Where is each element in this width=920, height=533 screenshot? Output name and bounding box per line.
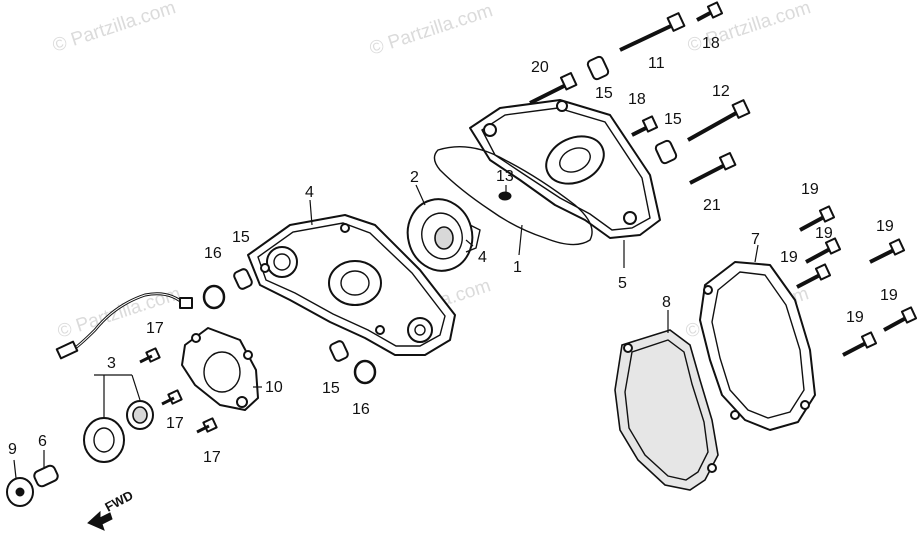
callout-11[interactable]: 11 [648, 55, 665, 72]
bolt-12[interactable] [687, 99, 751, 142]
leader-lines [13, 184, 759, 479]
callout-19a[interactable]: 19 [801, 181, 819, 198]
callout-1[interactable]: 1 [513, 259, 522, 276]
bolt-18-top[interactable] [696, 1, 724, 22]
callout-12[interactable]: 12 [712, 83, 730, 100]
callout-19c[interactable]: 19 [780, 249, 798, 266]
dowels-15[interactable] [233, 55, 678, 363]
callout-19e[interactable]: 19 [880, 287, 898, 304]
bolt-11[interactable] [619, 12, 686, 52]
part-1-o-ring[interactable] [433, 145, 593, 246]
callout-19b[interactable]: 19 [815, 225, 833, 242]
part-7-generator-cover[interactable] [699, 261, 816, 431]
part-3-seal-bearing[interactable] [83, 400, 154, 463]
callout-10[interactable]: 10 [265, 379, 283, 396]
callout-18b[interactable]: 18 [628, 91, 646, 108]
callout-19f[interactable]: 19 [846, 309, 864, 326]
callouts: 1 2 3 4 4 5 6 7 8 9 10 11 12 13 15 15 15… [8, 35, 898, 466]
callout-17a[interactable]: 17 [146, 320, 164, 337]
callout-16a[interactable]: 16 [204, 245, 222, 262]
callout-7[interactable]: 7 [751, 231, 760, 248]
bolt-18-mid[interactable] [631, 115, 659, 137]
callout-6[interactable]: 6 [38, 433, 47, 450]
wire-harness[interactable] [55, 292, 193, 360]
bolt-20[interactable] [529, 72, 578, 105]
callout-15d[interactable]: 15 [322, 380, 340, 397]
callout-21[interactable]: 21 [703, 197, 721, 214]
bolts-17[interactable] [139, 347, 218, 434]
part-13-seal[interactable] [498, 191, 512, 201]
part-9-end-cap[interactable] [6, 477, 34, 507]
fwd-indicator: FWD [87, 488, 136, 531]
part-6-plug[interactable] [33, 464, 60, 488]
part-2-impeller[interactable] [400, 192, 481, 278]
o-rings-16[interactable] [202, 284, 377, 385]
part-8-gasket[interactable] [614, 329, 719, 491]
callout-19d[interactable]: 19 [876, 218, 894, 235]
part-10-pulser-plate[interactable] [181, 327, 259, 411]
callout-17c[interactable]: 17 [203, 449, 221, 466]
callout-5[interactable]: 5 [618, 275, 627, 292]
callout-16b[interactable]: 16 [352, 401, 370, 418]
callout-13[interactable]: 13 [496, 168, 514, 185]
callout-4[interactable]: 4 [305, 184, 314, 201]
watermark-1: © Partzilla.com [50, 0, 178, 57]
callout-4b[interactable]: 4 [478, 249, 487, 266]
watermark-4: © Partzilla.com [55, 283, 183, 343]
callout-2[interactable]: 2 [410, 169, 419, 186]
callout-20[interactable]: 20 [531, 59, 549, 76]
watermark-2: © Partzilla.com [367, 0, 495, 60]
bolt-21[interactable] [689, 152, 737, 185]
callout-15b[interactable]: 15 [664, 111, 682, 128]
callout-15a[interactable]: 15 [595, 85, 613, 102]
callout-15c[interactable]: 15 [232, 229, 250, 246]
fwd-label: FWD [102, 488, 135, 515]
bolts-19[interactable] [796, 205, 918, 357]
callout-9[interactable]: 9 [8, 441, 17, 458]
callout-17b[interactable]: 17 [166, 415, 184, 432]
part-4-pump-cover[interactable] [247, 214, 456, 356]
callout-18a[interactable]: 18 [702, 35, 720, 52]
part-5-pump-housing[interactable] [469, 99, 661, 239]
callout-3[interactable]: 3 [107, 355, 116, 372]
callout-8[interactable]: 8 [662, 294, 671, 311]
